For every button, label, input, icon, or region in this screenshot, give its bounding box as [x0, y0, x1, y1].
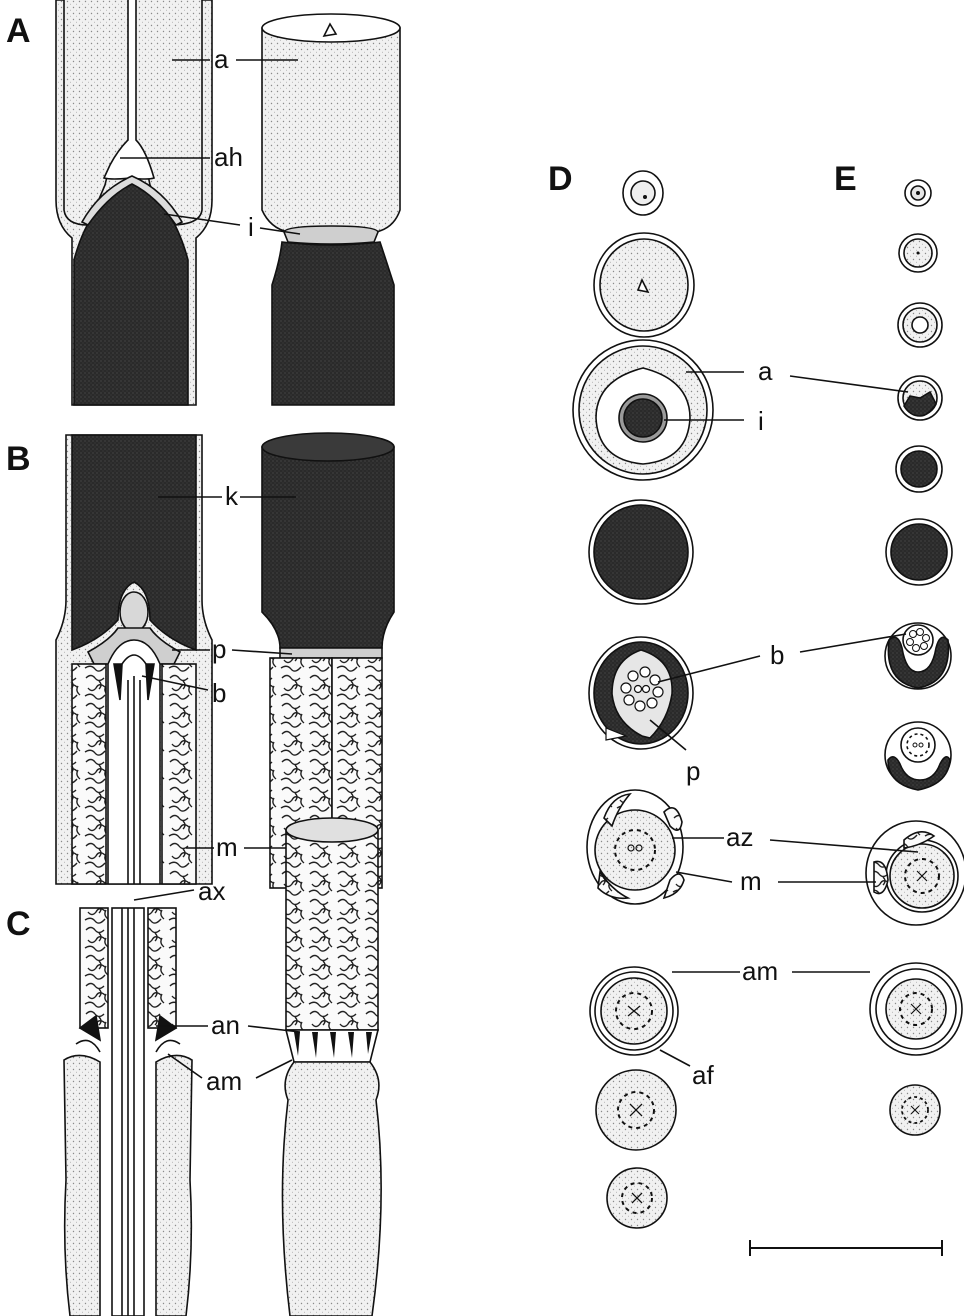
- d-section-7: [590, 967, 678, 1055]
- panel-a-3d-view: [262, 14, 400, 405]
- panel-a: A a ah i: [6, 0, 400, 405]
- label-an: an: [211, 1010, 240, 1040]
- e-section-10: [870, 963, 962, 1055]
- panel-c-longitudinal-section: [64, 908, 192, 1316]
- d-section-2: [594, 233, 694, 337]
- d-section-6: [587, 790, 684, 904]
- label-ah: ah: [214, 142, 243, 172]
- label-a-panel-de: a: [758, 356, 773, 386]
- label-m-panel-b: m: [216, 832, 238, 862]
- e-section-1: [905, 180, 931, 206]
- d-section-4: [589, 500, 693, 604]
- e-section-8: [885, 722, 951, 790]
- label-p-panel-d: p: [686, 756, 700, 786]
- panel-de-labels: a i b p az m am af: [650, 356, 918, 1090]
- panel-d: D: [548, 160, 713, 1228]
- d-section-8: [596, 1070, 676, 1150]
- e-section-7: [885, 623, 951, 689]
- label-m-panel-de: m: [740, 866, 762, 896]
- label-az: az: [726, 822, 753, 852]
- e-section-11: [890, 1085, 940, 1135]
- e-section-5: [896, 446, 942, 492]
- d-section-9: [607, 1168, 667, 1228]
- e-section-6: [886, 519, 952, 585]
- e-section-3: [898, 303, 942, 347]
- scale-bar: [750, 1240, 942, 1256]
- label-am-panel-c: am: [206, 1066, 242, 1096]
- panel-letter-c: C: [6, 905, 31, 943]
- e-section-9: [866, 821, 964, 925]
- panel-c: C ax an am: [6, 818, 381, 1316]
- label-p-panel-b: p: [212, 634, 226, 664]
- label-a-acrosome: a: [214, 44, 229, 74]
- panel-b-longitudinal-section: [56, 435, 212, 884]
- label-i-panel-d: i: [758, 406, 764, 436]
- panel-letter-e: E: [834, 160, 857, 198]
- d-section-1: [623, 171, 663, 215]
- label-b-panel-b: b: [212, 678, 226, 708]
- label-am-panel-de: am: [742, 956, 778, 986]
- panel-letter-a: A: [6, 12, 31, 50]
- d-section-5: [589, 637, 693, 749]
- e-section-4: [898, 376, 942, 420]
- panel-letter-d: D: [548, 160, 573, 198]
- e-section-2: [899, 234, 937, 272]
- panel-letter-b: B: [6, 440, 31, 478]
- label-i-panel-a: i: [248, 212, 254, 242]
- panel-c-3d-view: [282, 818, 381, 1316]
- label-k: k: [225, 481, 239, 511]
- panel-e: E: [834, 160, 964, 1135]
- d-section-3: [573, 340, 713, 480]
- label-af: af: [692, 1060, 714, 1090]
- label-ax: ax: [198, 876, 225, 906]
- label-b-panel-de: b: [770, 640, 784, 670]
